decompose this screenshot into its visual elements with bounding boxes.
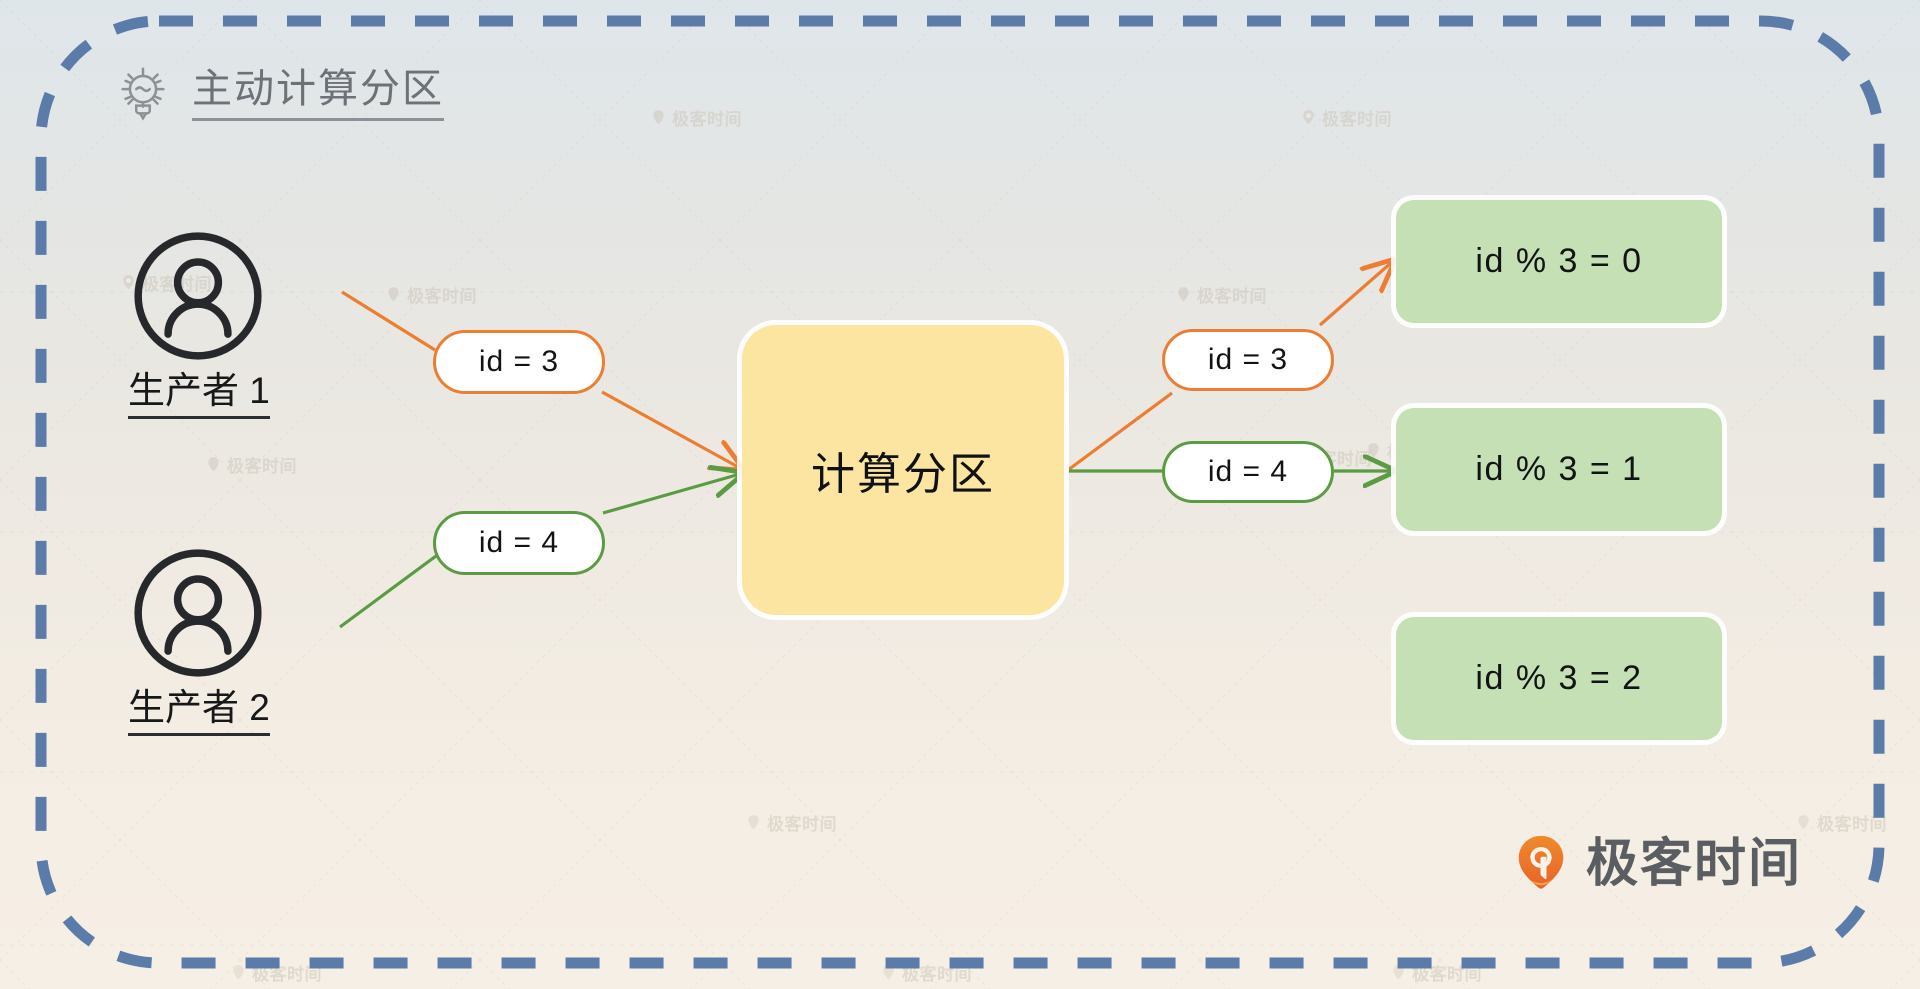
watermark-text: 极客时间: [407, 287, 477, 306]
compute-partition-node[interactable]: 计算分区: [742, 325, 1064, 615]
partition-label: id % 3 = 1: [1475, 450, 1643, 488]
brand-logo-text: 极客时间: [1586, 835, 1803, 893]
producer-label: 生产者 2: [128, 687, 270, 736]
edge-label-inbound-id4: id = 4: [433, 511, 605, 575]
compute-partition-label: 计算分区: [811, 450, 995, 499]
watermark-text: 极客时间: [252, 965, 322, 984]
edge-label-inbound-id3: id = 3: [433, 330, 605, 394]
watermark-text: 极客时间: [227, 457, 297, 476]
producer-node-1[interactable]: 生产者 1: [128, 228, 270, 419]
edge-label-text: id = 4: [478, 526, 560, 559]
geektime-pin-icon: [748, 815, 759, 830]
partition-box-0[interactable]: id % 3 = 0: [1396, 200, 1722, 323]
watermark-text: 极客时间: [672, 110, 742, 129]
watermark-text: 极客时间: [902, 965, 972, 984]
watermark: 极客时间: [1795, 810, 1887, 835]
user-circle-icon: [134, 232, 262, 360]
watermark: 极客时间: [205, 452, 297, 477]
edge-label-outbound-id4: id = 4: [1162, 441, 1334, 503]
user-circle-icon: [134, 549, 262, 677]
edge-label-text: id = 4: [1207, 455, 1289, 488]
geektime-pin-icon: [233, 965, 244, 980]
geektime-pin-icon: [208, 457, 219, 472]
geektime-pin-icon: [1393, 965, 1404, 980]
diagram-header: 主动计算分区: [112, 62, 444, 124]
edge-label-text: id = 3: [478, 345, 560, 378]
partition-box-1[interactable]: id % 3 = 1: [1396, 408, 1722, 531]
geektime-pin-icon: [388, 287, 399, 302]
watermark: 极客时间: [1175, 282, 1267, 307]
watermark: 极客时间: [650, 105, 742, 130]
partition-label: id % 3 = 2: [1475, 659, 1643, 697]
geektime-pin-icon: [653, 110, 664, 125]
watermark: 极客时间: [880, 960, 972, 985]
watermark-text: 极客时间: [1322, 110, 1392, 129]
watermark-text: 极客时间: [767, 815, 837, 834]
geektime-pin-icon: [883, 965, 894, 980]
geektime-pin-icon: [1178, 287, 1189, 302]
geektime-pin-icon: [1518, 835, 1564, 889]
geektime-pin-icon: [1798, 815, 1809, 830]
watermark: 极客时间: [1390, 960, 1482, 985]
watermark: 极客时间: [385, 282, 477, 307]
watermark-text: 极客时间: [1412, 965, 1482, 984]
watermark: 极客时间: [230, 960, 322, 985]
watermark: 极客时间: [745, 810, 837, 835]
watermark-text: 极客时间: [1817, 815, 1887, 834]
partition-label: id % 3 = 0: [1475, 242, 1643, 280]
watermark: 极客时间: [1300, 105, 1392, 130]
edge-label-outbound-id3: id = 3: [1162, 329, 1334, 391]
page-title: 主动计算分区: [192, 65, 444, 121]
producer-label: 生产者 1: [128, 370, 270, 419]
geektime-pin-icon: [1368, 443, 1379, 458]
geektime-pin-icon: [1303, 110, 1314, 125]
watermark-text: 极客时间: [1197, 287, 1267, 306]
brand-logo: 极客时间: [1510, 833, 1802, 895]
lightbulb-icon: [121, 67, 165, 121]
partition-box-2[interactable]: id % 3 = 2: [1396, 617, 1722, 740]
edge-label-text: id = 3: [1207, 343, 1289, 376]
producer-node-2[interactable]: 生产者 2: [128, 545, 270, 736]
